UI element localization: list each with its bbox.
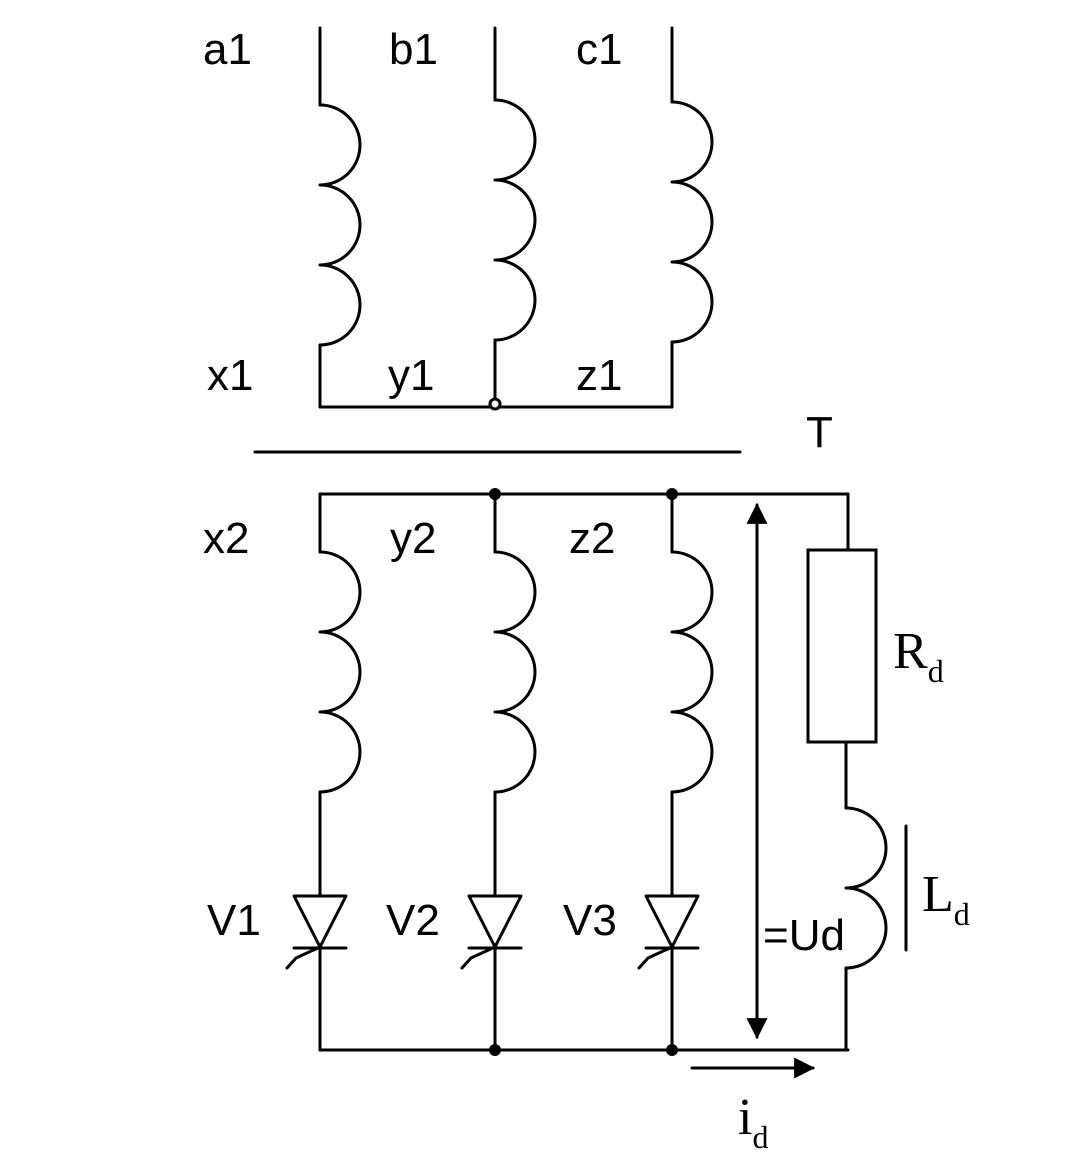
label-z1: z1 — [576, 351, 622, 400]
label-v3: V3 — [563, 896, 617, 945]
junction-top-z2 — [666, 488, 678, 500]
current-symbol: i — [738, 1089, 752, 1146]
label-transformer: T — [806, 408, 833, 457]
junction-top-y2 — [489, 488, 501, 500]
primary-star-point — [488, 397, 502, 411]
label-c1: c1 — [576, 25, 622, 74]
inductor-ld — [844, 806, 888, 970]
label-z2: z2 — [569, 514, 615, 563]
label-inductor-ld: Ld — [922, 866, 970, 932]
label-v2: V2 — [386, 896, 440, 945]
junction-bottom-v3 — [666, 1044, 678, 1056]
primary-winding-a — [318, 26, 362, 409]
label-resistor-rd: Rd — [893, 623, 944, 689]
resistor-subscript: d — [928, 653, 944, 689]
thyristor-v2 — [460, 894, 523, 970]
current-subscript: d — [752, 1119, 768, 1155]
inductor-subscript: d — [954, 896, 970, 932]
label-x1: x1 — [207, 351, 253, 400]
thyristor-v3 — [637, 894, 700, 970]
primary-winding-b — [493, 26, 537, 409]
label-x2: x2 — [203, 514, 249, 563]
label-y1: y1 — [388, 351, 434, 400]
thyristor-v1 — [285, 894, 348, 970]
label-a1: a1 — [203, 25, 252, 74]
secondary-winding-z — [670, 492, 714, 1052]
resistor-rd — [806, 548, 878, 744]
secondary-winding-y — [493, 492, 537, 1052]
label-y2: y2 — [390, 514, 436, 563]
primary-winding-c — [670, 26, 714, 409]
label-b1: b1 — [389, 25, 438, 74]
junction-bottom-v2 — [489, 1044, 501, 1056]
label-current-id: id — [738, 1089, 768, 1155]
label-voltage-ud: =Ud — [763, 911, 845, 960]
secondary-winding-x — [318, 492, 362, 1052]
label-v1: V1 — [207, 896, 261, 945]
inductor-symbol: L — [922, 866, 954, 923]
resistor-symbol: R — [893, 623, 928, 680]
